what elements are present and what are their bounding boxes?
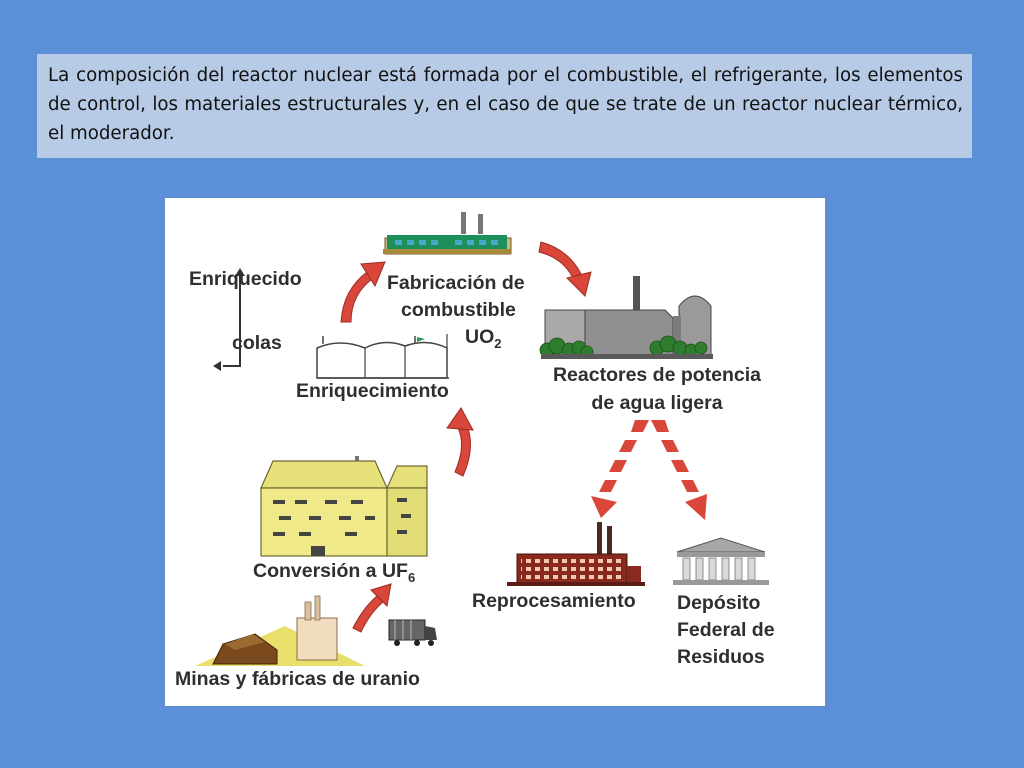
caption-text: La composición del reactor nuclear está … [48,65,963,144]
label-minas: Minas y fábricas de uranio [175,668,420,690]
enrichment-plant-icon [316,334,449,379]
label-conversion: Conversión a UF6 [253,560,416,585]
label-reprocesamiento: Reprocesamiento [472,590,636,612]
fork-top-left [631,420,649,432]
label-fabricacion-line1: Fabricación de [387,272,525,294]
label-reactores-line1: Reactores de potencia [552,364,762,386]
reactor-plant-icon [539,276,713,359]
enriched-arrowhead [235,268,245,276]
fabrication-plant-icon [383,212,512,255]
tails-arrowhead [213,361,221,371]
label-deposito-line2: Federal de [677,619,775,641]
label-reactores-line2: de agua ligera [591,392,723,414]
arrow-enrichment-to-fabrication [340,261,386,323]
label-colas: colas [232,332,282,354]
arrow-fabrication-to-reactor [538,241,592,297]
fuel-cycle-diagram: Enriquecido colas Fabricación de combust… [165,198,825,706]
label-deposito-line1: Depósito [677,592,761,614]
label-fabricacion-line2: combustible [401,299,516,321]
conversion-plant-icon [260,456,428,557]
label-deposito-line3: Residuos [677,646,765,668]
arrow-mines-to-conversion [352,583,392,633]
reprocessing-plant-icon [507,522,645,586]
label-enriquecido: Enriquecido [189,268,302,290]
label-enriquecimiento: Enriquecimiento [296,380,449,402]
label-uo2: UO2 [465,326,502,351]
tails-arrow [223,274,241,367]
uranium-mine-icon [195,595,365,666]
arrow-conversion-to-enrichment [446,407,474,477]
caption-box: La composición del reactor nuclear está … [37,54,972,158]
truck-icon [388,619,437,646]
arrow-reactor-to-reprocessing [591,440,637,518]
diagram-artwork [195,212,769,666]
dashed-arrows [591,420,707,520]
repository-building-icon [673,537,769,585]
cycle-arrows [340,241,592,633]
arrow-reactor-to-repository [661,440,707,520]
fork-top-right [651,420,669,432]
